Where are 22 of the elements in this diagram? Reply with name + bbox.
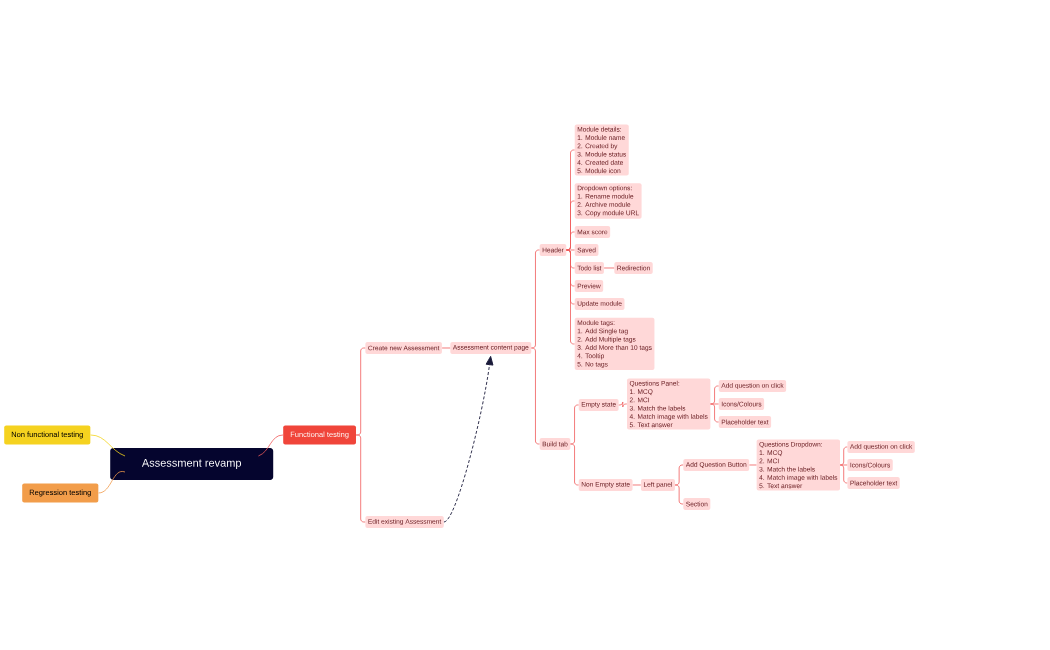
connector	[674, 484, 684, 505]
connector	[710, 403, 719, 405]
connector	[355, 434, 366, 523]
connector	[618, 401, 628, 408]
connector	[674, 464, 684, 486]
connector	[839, 464, 848, 466]
connector	[531, 347, 540, 445]
connector	[749, 464, 757, 466]
connector	[441, 347, 451, 349]
connector	[570, 404, 579, 445]
connector	[839, 464, 848, 484]
root-topic-box: Assessment revamp	[110, 448, 274, 480]
connector	[566, 231, 575, 251]
connector	[603, 267, 615, 269]
connector	[632, 484, 642, 486]
connector	[531, 249, 540, 349]
connector	[566, 249, 575, 251]
connector	[570, 443, 579, 486]
connector	[566, 249, 575, 345]
connector	[710, 403, 719, 423]
connector	[443, 355, 494, 523]
connector	[710, 385, 719, 405]
